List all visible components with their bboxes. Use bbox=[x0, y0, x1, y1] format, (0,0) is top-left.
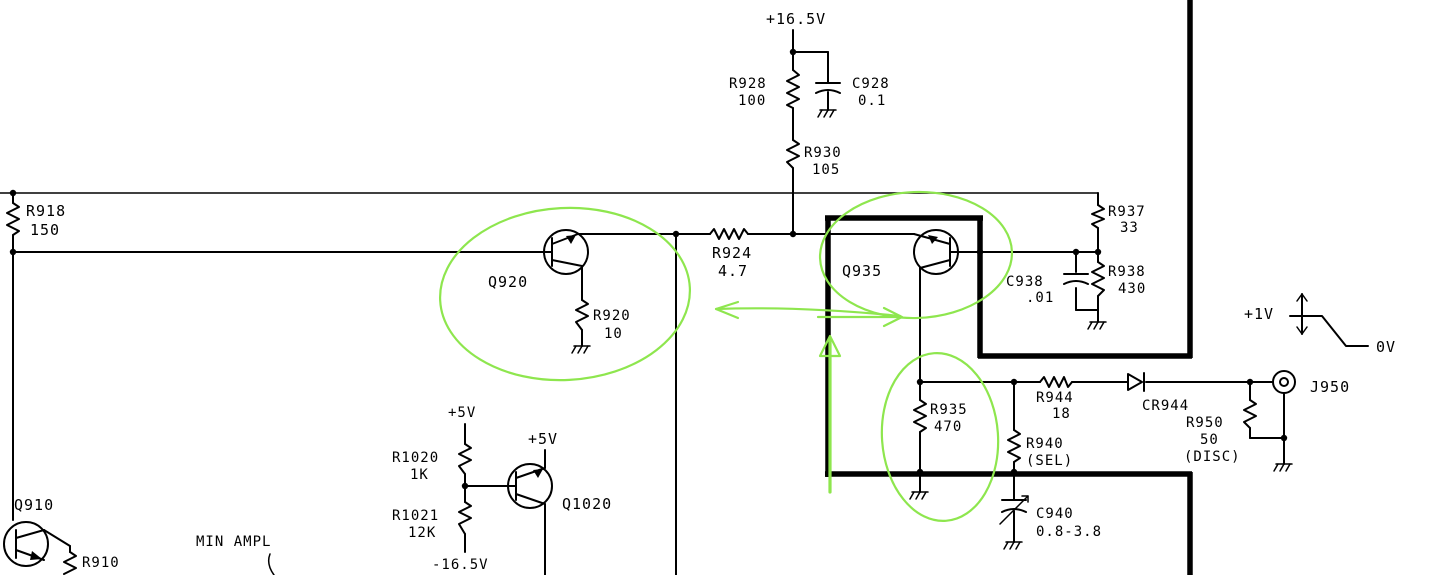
r940-value: (SEL) bbox=[1026, 453, 1073, 469]
c928-value: 0.1 bbox=[858, 93, 886, 109]
ground-r938 bbox=[1087, 321, 1107, 330]
r910-symbol bbox=[63, 551, 77, 575]
ground-c928 bbox=[817, 109, 837, 118]
wiring bbox=[0, 29, 1285, 575]
shield-boundary bbox=[825, 0, 1193, 575]
c928-ref: C928 bbox=[852, 76, 890, 92]
ground-r920 bbox=[571, 345, 591, 354]
supply-pos-16-5: +16.5V bbox=[766, 10, 826, 28]
r944-ref: R944 bbox=[1036, 390, 1074, 406]
r938-ref: R938 bbox=[1108, 264, 1146, 280]
ground-c940 bbox=[1003, 541, 1023, 550]
r928-value: 100 bbox=[738, 93, 766, 109]
annotation-circle-q920 bbox=[438, 206, 692, 382]
resistors bbox=[6, 69, 1257, 575]
r940-ref: R940 bbox=[1026, 436, 1064, 452]
ground-j950 bbox=[1273, 463, 1293, 472]
r944-symbol bbox=[1039, 376, 1073, 388]
r928-symbol bbox=[786, 69, 800, 109]
r950-ref: R950 bbox=[1186, 415, 1224, 431]
cr944-diode bbox=[1127, 372, 1145, 392]
r910-ref: R910 bbox=[82, 555, 120, 571]
c940-value: 0.8-3.8 bbox=[1036, 524, 1102, 540]
r1020-value: 1K bbox=[410, 467, 429, 483]
r938-symbol bbox=[1091, 261, 1105, 297]
r918-symbol bbox=[6, 202, 20, 236]
pulse-low-label: 0V bbox=[1376, 338, 1396, 356]
supply-neg-16-5: -16.5V bbox=[432, 557, 489, 573]
r1020-symbol bbox=[458, 443, 472, 475]
supply-pos-5-a: +5V bbox=[448, 405, 476, 421]
q910-ref: Q910 bbox=[14, 496, 54, 514]
r935-ref: R935 bbox=[930, 402, 968, 418]
r937-ref: R937 bbox=[1108, 204, 1146, 220]
c938-value: .01 bbox=[1026, 290, 1054, 306]
r937-symbol bbox=[1091, 204, 1105, 229]
pulse-high-label: +1V bbox=[1244, 305, 1274, 323]
r940-symbol bbox=[1007, 429, 1021, 463]
r937-value: 33 bbox=[1120, 220, 1139, 236]
q1020-ref: Q1020 bbox=[562, 495, 612, 513]
q920-ref: Q920 bbox=[488, 273, 528, 291]
c938-ref: C938 bbox=[1006, 274, 1044, 290]
r1021-symbol bbox=[458, 501, 472, 535]
junction-dots bbox=[9, 48, 1288, 490]
r918-ref: R918 bbox=[26, 202, 66, 220]
r938-value: 430 bbox=[1118, 281, 1146, 297]
r930-ref: R930 bbox=[804, 145, 842, 161]
r950-value: 50 bbox=[1200, 432, 1219, 448]
cr944-ref: CR944 bbox=[1142, 398, 1189, 414]
r950-note: (DISC) bbox=[1184, 449, 1241, 465]
q935-transistor bbox=[913, 229, 959, 275]
c940-ref: C940 bbox=[1036, 506, 1074, 522]
ground-symbols bbox=[571, 109, 1293, 550]
j950-connector bbox=[1272, 370, 1296, 394]
r918-value: 150 bbox=[30, 221, 60, 239]
r950-symbol bbox=[1243, 399, 1257, 429]
r924-value: 4.7 bbox=[718, 262, 748, 280]
r930-value: 105 bbox=[812, 162, 840, 178]
r1021-value: 12K bbox=[408, 525, 436, 541]
r1021-ref: R1021 bbox=[392, 508, 439, 524]
r920-ref: R920 bbox=[593, 308, 631, 324]
text-labels: +16.5V R928 100 C928 0.1 R930 105 R918 1… bbox=[14, 10, 1396, 573]
q1020-transistor bbox=[507, 463, 553, 509]
q935-ref: Q935 bbox=[842, 262, 882, 280]
annotations bbox=[438, 190, 1014, 522]
supply-pos-5-b: +5V bbox=[528, 430, 558, 448]
ground-r935 bbox=[909, 491, 929, 500]
r920-symbol bbox=[575, 299, 589, 331]
r944-value: 18 bbox=[1052, 406, 1071, 422]
r924-symbol bbox=[709, 228, 749, 240]
r920-value: 10 bbox=[604, 326, 623, 342]
r935-value: 470 bbox=[934, 419, 962, 435]
q920-transistor bbox=[543, 229, 589, 275]
r1020-ref: R1020 bbox=[392, 450, 439, 466]
annotation-circle-r935 bbox=[880, 352, 1000, 522]
r924-ref: R924 bbox=[712, 244, 752, 262]
j950-ref: J950 bbox=[1310, 378, 1350, 396]
min-ampl-label: MIN AMPL bbox=[196, 534, 271, 550]
annotation-circle-q935 bbox=[818, 190, 1014, 320]
r935-symbol bbox=[913, 399, 927, 433]
r928-ref: R928 bbox=[729, 76, 767, 92]
q910-transistor bbox=[3, 521, 49, 567]
annotation-double-arrow bbox=[714, 307, 902, 318]
capacitors bbox=[815, 82, 1089, 525]
min-ampl-leader bbox=[267, 553, 275, 575]
output-pulse-icon bbox=[1289, 293, 1369, 347]
r930-symbol bbox=[786, 139, 800, 169]
